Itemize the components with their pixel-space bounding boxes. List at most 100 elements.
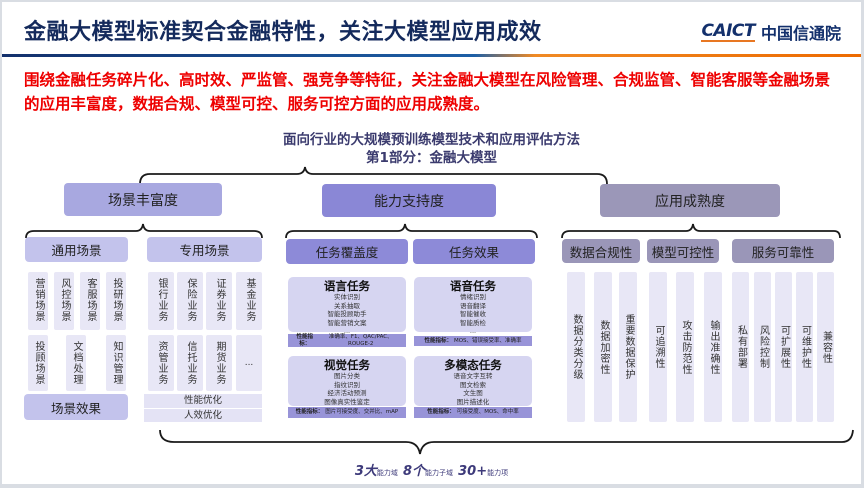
domain-label: 场景丰富度 bbox=[108, 192, 178, 209]
task-speech: 语音任务 情绪识别 语音翻译 智能催收 智能质检 ... bbox=[414, 277, 532, 335]
summary-items-label: 能力项 bbox=[487, 469, 509, 477]
cell-text: 兼容性 bbox=[820, 330, 832, 364]
task-item: 关系抽取 bbox=[334, 301, 360, 310]
task-vision-metric: 性能指标：图片可接受度、交并比、mAP bbox=[288, 407, 406, 418]
cell-text: 保险业务 bbox=[185, 278, 196, 322]
maturity-item: 风险控制 bbox=[754, 272, 771, 422]
maturity-item: 攻击防范性 bbox=[676, 272, 694, 422]
subdomain-label: 服务可靠性 bbox=[751, 244, 815, 260]
task-language-metric: 性能指标：准确率、F1、QAC/PAC、ROUGE-2 bbox=[288, 334, 406, 347]
metric-values: 图片可接受度、交并比、mAP bbox=[325, 409, 399, 415]
maturity-item: 数据加密性 bbox=[594, 272, 612, 422]
cell-text: 知识管理 bbox=[111, 341, 122, 385]
scenario-cell: 营销场景 bbox=[28, 272, 48, 330]
task-item: 智能催收 bbox=[460, 310, 486, 318]
task-item: 智能投顾助手 bbox=[327, 310, 367, 318]
scenario-cell: 客服场景 bbox=[80, 272, 100, 330]
subdomain-label: 通用场景 bbox=[51, 243, 102, 258]
domain-label: 能力支持度 bbox=[374, 193, 444, 210]
task-item: 图像真实性鉴定 bbox=[324, 397, 370, 406]
maturity-item: 兼容性 bbox=[817, 272, 834, 422]
cell-text: 重要数据保护 bbox=[623, 314, 634, 380]
cell-text: 客服场景 bbox=[85, 278, 96, 322]
business-cell: 资管业务 bbox=[148, 335, 174, 391]
task-multimodal: 多模态任务 语音文字互转 图文检索 文生图 图片描述化 ... bbox=[414, 356, 532, 414]
caict-logo: CAICT 中国信通院 bbox=[701, 20, 841, 44]
scenario-effects: 场景效果 bbox=[24, 394, 128, 420]
business-cell: 信托业务 bbox=[177, 335, 203, 391]
subdomain-data-compliance: 数据合规性 bbox=[562, 239, 640, 263]
header-divider bbox=[2, 54, 861, 57]
business-cell: 基金业务 bbox=[236, 272, 262, 330]
task-item: 实体识别 bbox=[334, 293, 360, 301]
metric-label: 性能指标： bbox=[296, 333, 313, 347]
cell-text: ... bbox=[244, 358, 254, 368]
cell-text: 风控场景 bbox=[59, 278, 70, 322]
business-cell: 期货业务 bbox=[206, 335, 232, 391]
subdomain-label: 模型可控性 bbox=[651, 244, 715, 260]
cell-text: 可维护性 bbox=[799, 325, 811, 369]
subdomain-label: 专用场景 bbox=[179, 243, 230, 258]
effect-efficiency: 人效优化 bbox=[144, 409, 262, 422]
maturity-item: 数据分类分级 bbox=[567, 272, 585, 422]
task-title: 视觉任务 bbox=[324, 358, 370, 372]
maturity-item: 可维护性 bbox=[796, 272, 813, 422]
cell-text: 投研场景 bbox=[111, 278, 122, 322]
task-language: 语言任务 实体识别 关系抽取 智能投顾助手 智能营销文案 ... bbox=[288, 277, 406, 335]
logo-en: CAICT bbox=[701, 20, 755, 42]
cell-text: 证券业务 bbox=[214, 278, 225, 322]
task-item: 图片描述化 bbox=[456, 397, 490, 406]
subdomain-model-controllability: 模型可控性 bbox=[647, 239, 719, 263]
maturity-item: 可追溯性 bbox=[649, 272, 667, 422]
metric-label: 性能指标： bbox=[295, 409, 324, 415]
domain-scenario-richness: 场景丰富度 bbox=[64, 183, 222, 216]
maturity-item: 可扩展性 bbox=[775, 272, 792, 422]
subdomain-service-reliability: 服务可靠性 bbox=[732, 239, 834, 263]
task-item: 语音文字互转 bbox=[453, 372, 493, 380]
cell-text: 资管业务 bbox=[156, 341, 167, 385]
task-item: 文生图 bbox=[463, 389, 483, 397]
task-item: 指纹识别 bbox=[334, 380, 360, 389]
scenario-cell: 投顾场景 bbox=[28, 335, 48, 391]
cell-text: 文档处理 bbox=[71, 341, 82, 385]
cell-text: 风险控制 bbox=[757, 325, 769, 369]
summary-domains-count: 3大 bbox=[354, 464, 377, 479]
summary-subdomains-count: 8个 bbox=[403, 464, 426, 479]
diagram-title: 面向行业的大规模预训练模型技术和应用评估方法 bbox=[283, 132, 580, 148]
maturity-item: 重要数据保护 bbox=[619, 272, 637, 422]
cell-text: 数据加密性 bbox=[598, 319, 609, 375]
cell-text: 投顾场景 bbox=[33, 341, 44, 385]
effect-performance: 性能优化 bbox=[144, 394, 262, 408]
effects-label: 场景效果 bbox=[50, 400, 101, 416]
metric-values: 可接受度、MOS、命中率 bbox=[456, 409, 519, 415]
task-speech-metric: 性能指标：MOS、错误接受率、准确率 bbox=[414, 336, 532, 346]
task-item: ... bbox=[469, 327, 477, 335]
task-item: 经济活动预测 bbox=[327, 389, 367, 397]
domain-label: 应用成熟度 bbox=[655, 193, 725, 210]
task-vision: 视觉任务 图片分类 指纹识别 经济活动预测 图像真实性鉴定 ... bbox=[288, 356, 406, 414]
subdomain-label: 数据合规性 bbox=[569, 244, 633, 260]
cell-text: 信托业务 bbox=[185, 341, 196, 385]
subdomain-label: 任务覆盖度 bbox=[315, 245, 379, 260]
metric-label: 性能指标： bbox=[424, 337, 452, 344]
subdomain-special-scenarios: 专用场景 bbox=[147, 237, 262, 262]
scenario-cell: 风控场景 bbox=[54, 272, 74, 330]
lead-text: 围绕金融任务碎片化、高时效、严监管、强竞争等特征，关注金融大模型在风险管理、合规… bbox=[24, 71, 831, 113]
task-item: 图片分类 bbox=[334, 372, 360, 380]
maturity-item: 输出准确性 bbox=[704, 272, 722, 422]
subdomain-task-effect: 任务效果 bbox=[413, 239, 535, 264]
task-item: ... bbox=[343, 327, 351, 335]
subdomain-label: 任务效果 bbox=[448, 245, 499, 260]
maturity-item: 私有部署 bbox=[732, 272, 749, 422]
business-cell: 银行业务 bbox=[148, 272, 174, 330]
summary-domains-label: 能力域 bbox=[376, 469, 398, 477]
cell-text: 私有部署 bbox=[735, 325, 747, 369]
cell-text: 营销场景 bbox=[33, 278, 44, 322]
cell-text: 输出准确性 bbox=[708, 319, 719, 375]
cell-text: 可扩展性 bbox=[778, 325, 790, 369]
metric-values: MOS、错误接受率、准确率 bbox=[453, 337, 522, 344]
task-item: 图文检索 bbox=[460, 380, 486, 389]
scenario-cell: 知识管理 bbox=[106, 335, 126, 391]
scenario-cell: 文档处理 bbox=[66, 335, 86, 391]
